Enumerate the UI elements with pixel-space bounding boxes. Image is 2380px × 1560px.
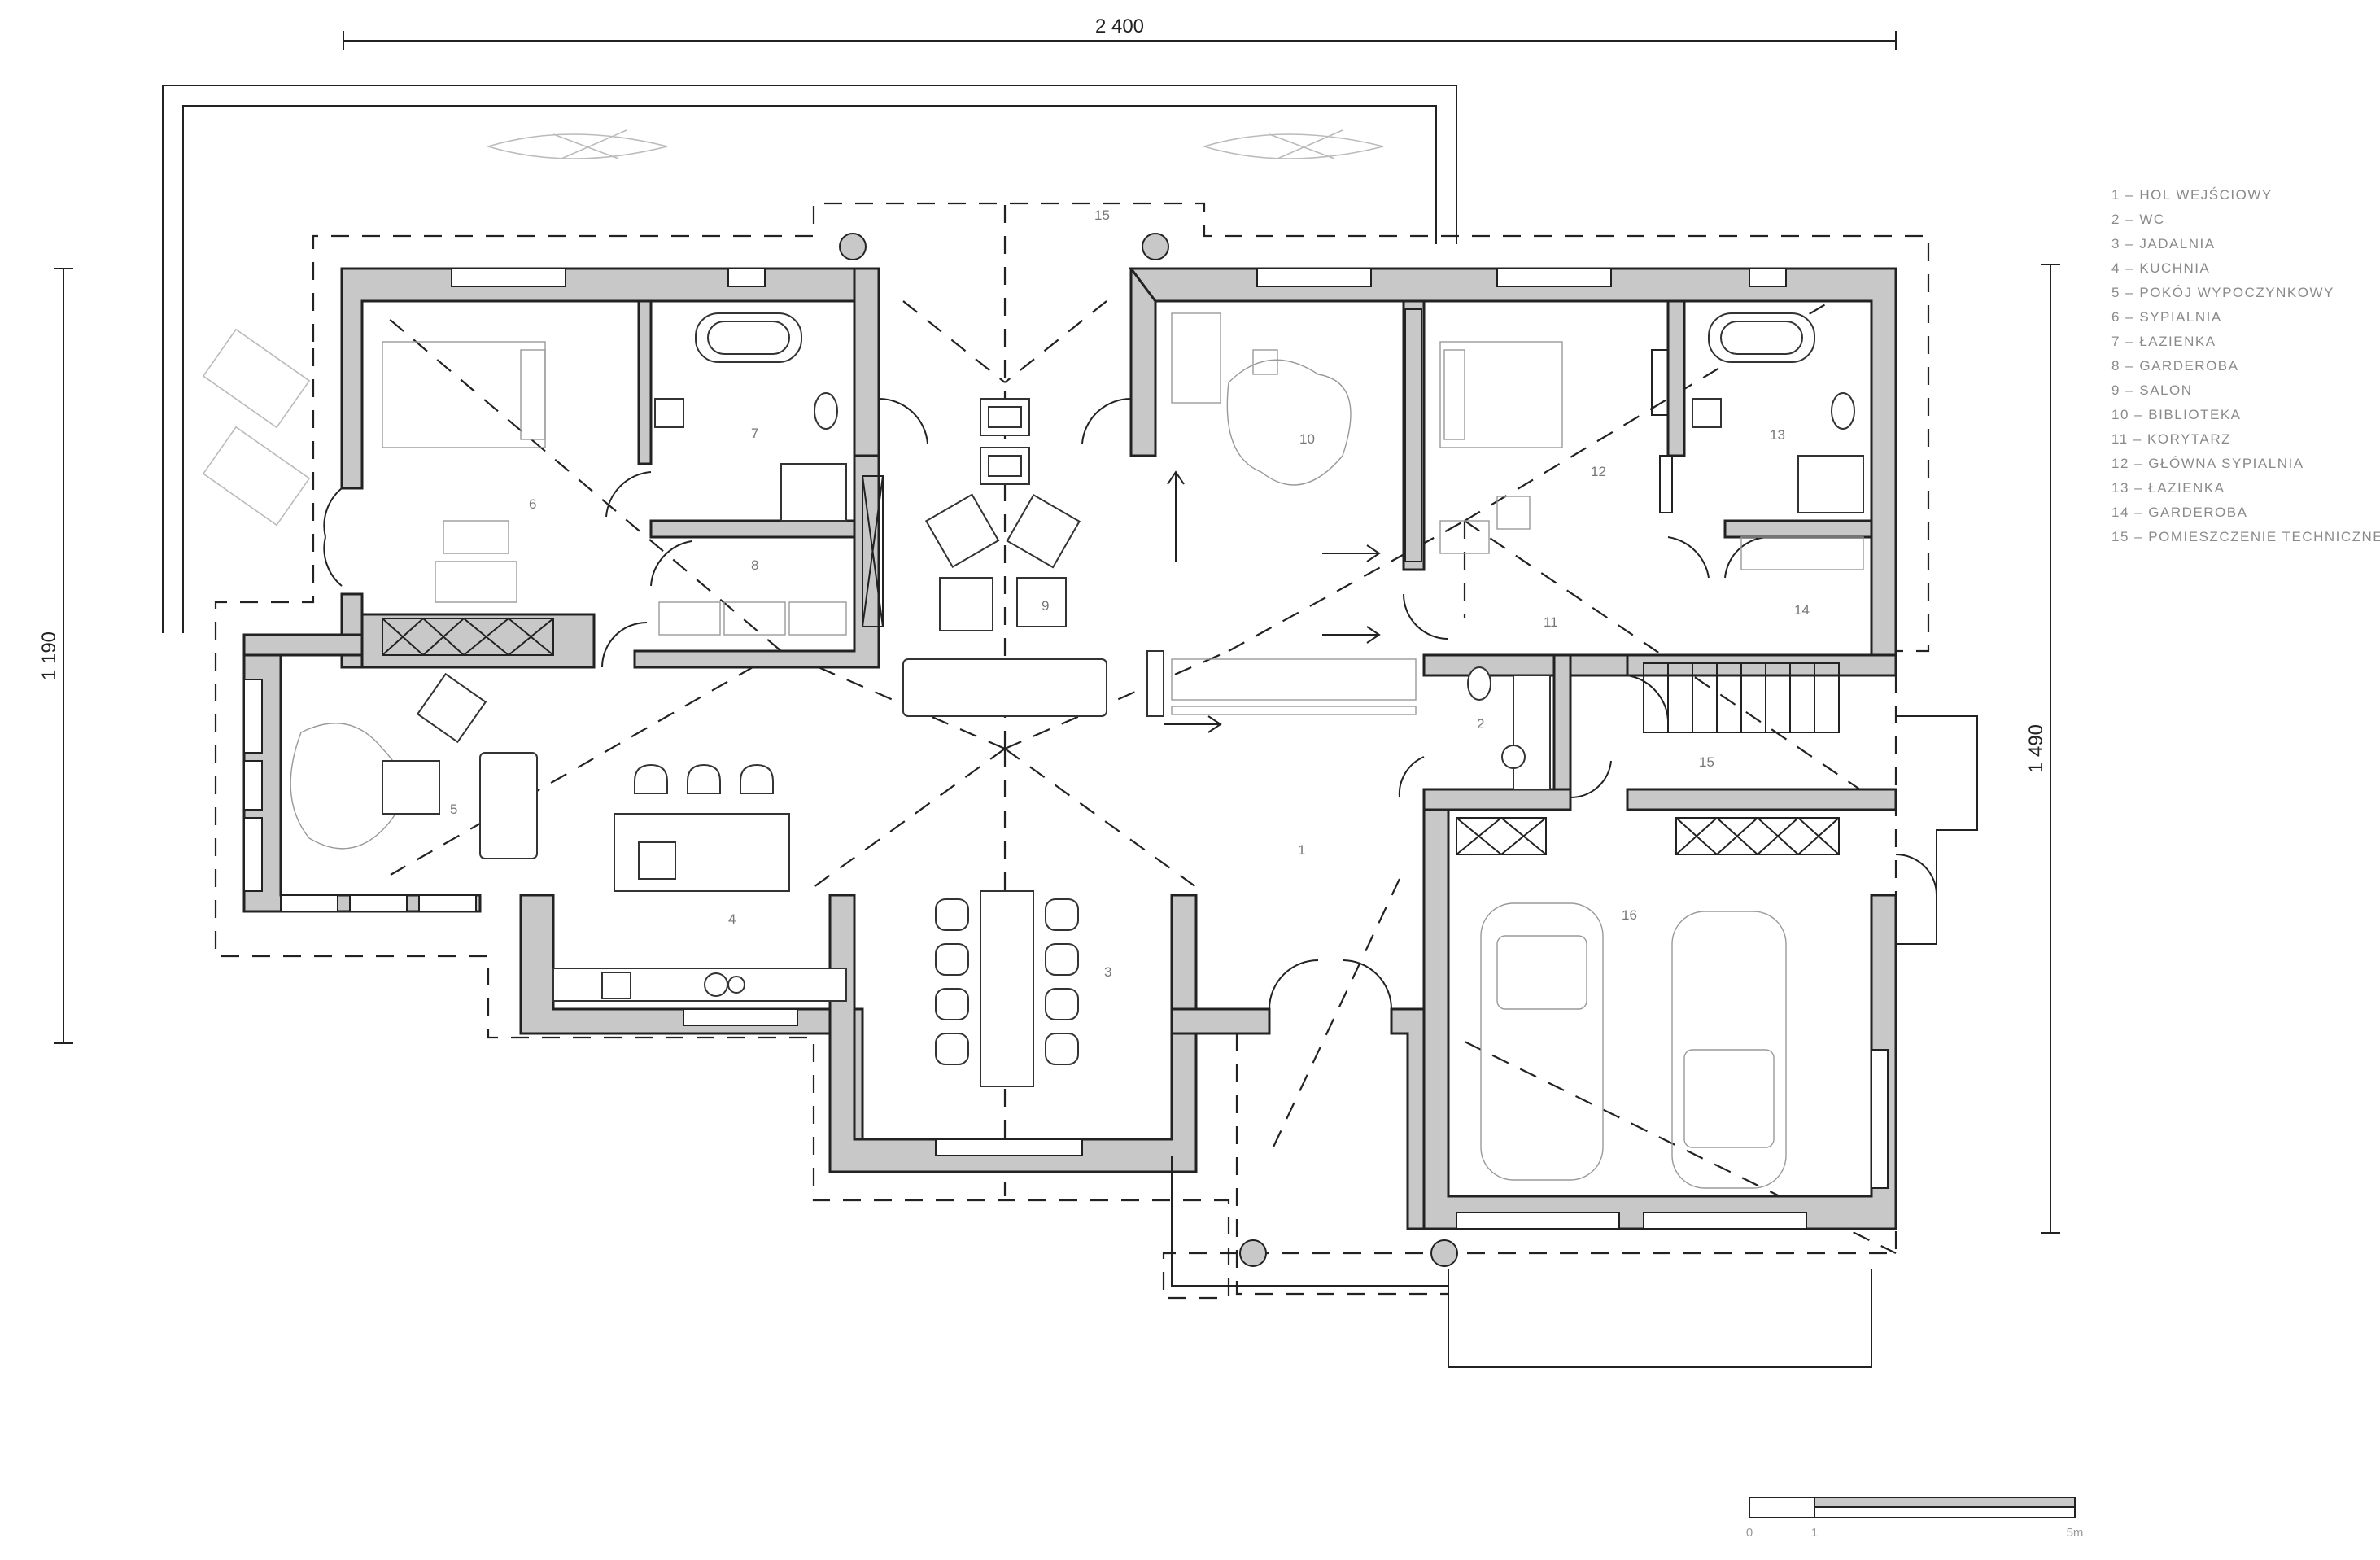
legend-item: 4 – KUCHNIA bbox=[2111, 260, 2210, 276]
room-number: 14 bbox=[1794, 602, 1810, 618]
room-number: 1 bbox=[1298, 842, 1305, 858]
legend-item: 11 – KORYTARZ bbox=[2111, 431, 2231, 447]
room-number: 5 bbox=[450, 802, 457, 817]
scale-label: 0 bbox=[1746, 1526, 1753, 1540]
room-number: 9 bbox=[1042, 598, 1049, 614]
scale-bar: 0 1 5m bbox=[1746, 1497, 2084, 1540]
roof-ridges bbox=[382, 203, 1897, 1254]
room-number: 10 bbox=[1299, 431, 1315, 447]
room-number: 3 bbox=[1104, 964, 1111, 980]
dimension-right-label: 1 490 bbox=[2025, 724, 2047, 773]
legend-item: 10 – BIBLIOTEKA bbox=[2111, 407, 2242, 422]
dimension-top-label: 2 400 bbox=[1095, 15, 1144, 37]
room-number: 2 bbox=[1477, 716, 1484, 732]
legend-item: 5 – POKÓJ WYPOCZYNKOWY bbox=[2111, 285, 2334, 300]
scale-label: 5m bbox=[2067, 1526, 2084, 1540]
legend: 1 – HOL WEJŚCIOWY 2 – WC 3 – JADALNIA 4 … bbox=[2111, 187, 2380, 544]
scale-label: 1 bbox=[1811, 1526, 1818, 1540]
dimension-right: 1 490 bbox=[2025, 264, 2060, 1234]
legend-item: 7 – ŁAZIENKA bbox=[2111, 334, 2216, 349]
room-number: 15 bbox=[1094, 208, 1110, 223]
roof-outline bbox=[214, 202, 1930, 1300]
room-number: 8 bbox=[751, 557, 758, 573]
room-number: 6 bbox=[529, 496, 536, 512]
room-number: 13 bbox=[1770, 427, 1785, 443]
dimension-top: 2 400 bbox=[343, 15, 1897, 50]
legend-item: 15 – POMIESZCZENIE TECHNICZNE bbox=[2111, 529, 2380, 544]
legend-item: 13 – ŁAZIENKA bbox=[2111, 480, 2225, 496]
legend-item: 2 – WC bbox=[2111, 212, 2165, 227]
dimension-left: 1 190 bbox=[38, 268, 73, 1044]
room-number: 12 bbox=[1591, 464, 1606, 479]
dimension-left-label: 1 190 bbox=[38, 631, 60, 680]
legend-item: 1 – HOL WEJŚCIOWY bbox=[2111, 187, 2273, 203]
room-number: 15 bbox=[1699, 754, 1714, 770]
room-number: 4 bbox=[728, 911, 736, 927]
legend-item: 14 – GARDEROBA bbox=[2111, 505, 2247, 520]
legend-item: 3 – JADALNIA bbox=[2111, 236, 2216, 251]
terrace bbox=[162, 85, 1457, 633]
stairs bbox=[1643, 662, 1840, 733]
walls bbox=[242, 267, 1897, 1230]
entry-porch bbox=[839, 233, 1978, 1368]
room-numbers: 1 2 3 4 5 6 7 8 9 10 11 12 13 14 15 15 1… bbox=[450, 208, 1810, 980]
doors bbox=[323, 397, 1937, 1010]
legend-item: 8 – GARDEROBA bbox=[2111, 358, 2239, 374]
room-number: 16 bbox=[1622, 907, 1637, 923]
legend-item: 12 – GŁÓWNA SYPIALNIA bbox=[2111, 456, 2304, 471]
windows bbox=[243, 268, 1889, 1230]
room-number: 11 bbox=[1544, 614, 1558, 630]
legend-item: 6 – SYPIALNIA bbox=[2111, 309, 2222, 325]
room-number: 7 bbox=[751, 426, 758, 441]
legend-item: 9 – SALON bbox=[2111, 382, 2193, 398]
furniture bbox=[290, 308, 1864, 1189]
